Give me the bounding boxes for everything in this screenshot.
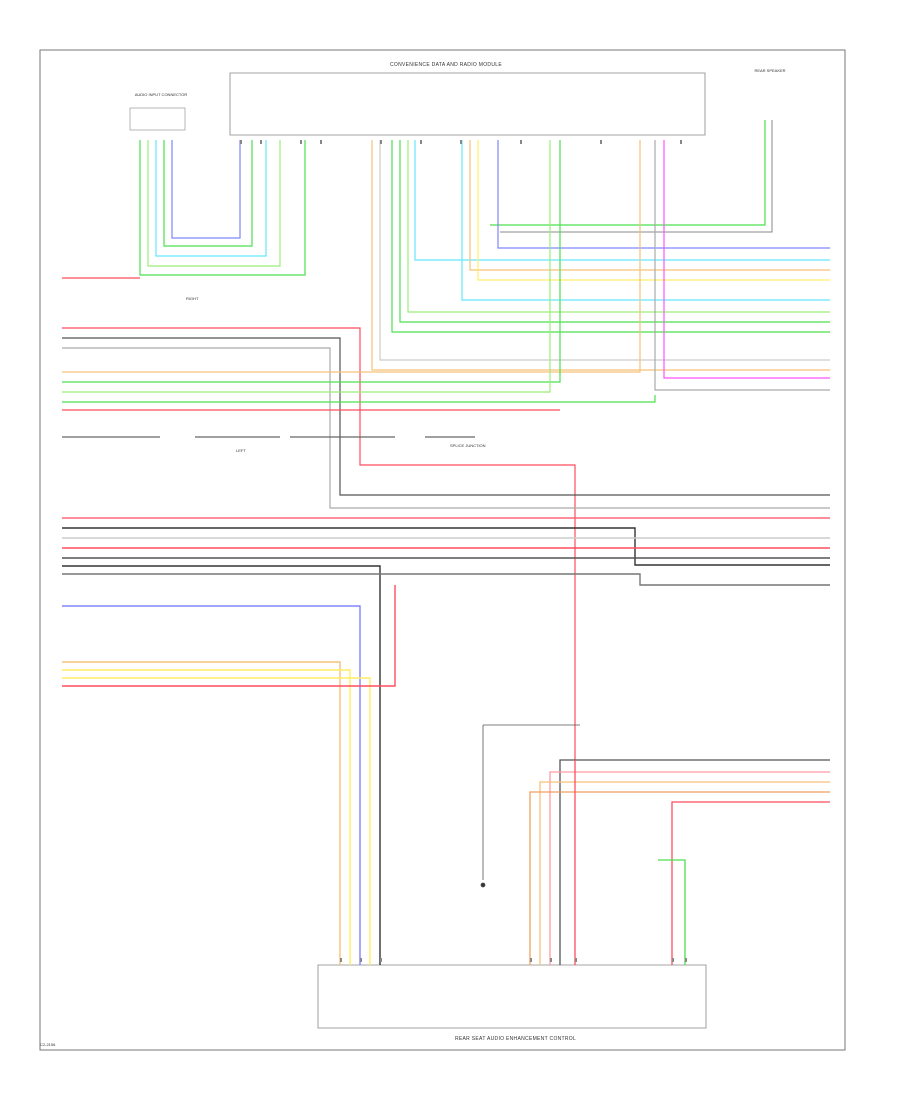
right-connector-wire [490, 120, 766, 226]
side-label-left: LEFT [236, 448, 246, 453]
left-connector-wires [139, 140, 306, 276]
left-connector-label: AUDIO INPUT CONNECTOR [134, 92, 188, 97]
right-connector-wire-2 [500, 120, 773, 233]
top-module-title: CONVENIENCE DATA AND RADIO MODULE [390, 62, 502, 68]
bottom-module-title: REAR SEAT AUDIO ENHANCEMENT CONTROL [455, 1036, 577, 1042]
top-pin-marks [240, 140, 682, 144]
footer-code: C2-2156 [40, 1042, 56, 1047]
bottom-pin-marks [340, 958, 687, 962]
upper-right-bundle [371, 140, 830, 391]
bottom-module-box [317, 964, 707, 1029]
top-module-box [229, 72, 706, 136]
middle-label: SPLICE JUNCTION [450, 443, 486, 448]
ground-symbol [480, 724, 580, 888]
right-connector-label: REAR SPEAKER [754, 68, 786, 73]
diagram-border [39, 49, 846, 1051]
lower-right-bundle [529, 759, 830, 965]
left-horizontal-runs [62, 140, 830, 760]
audio-input-connector [129, 107, 186, 131]
lower-horizontal-bus [62, 517, 830, 965]
side-label-right: RIGHT [186, 296, 199, 301]
